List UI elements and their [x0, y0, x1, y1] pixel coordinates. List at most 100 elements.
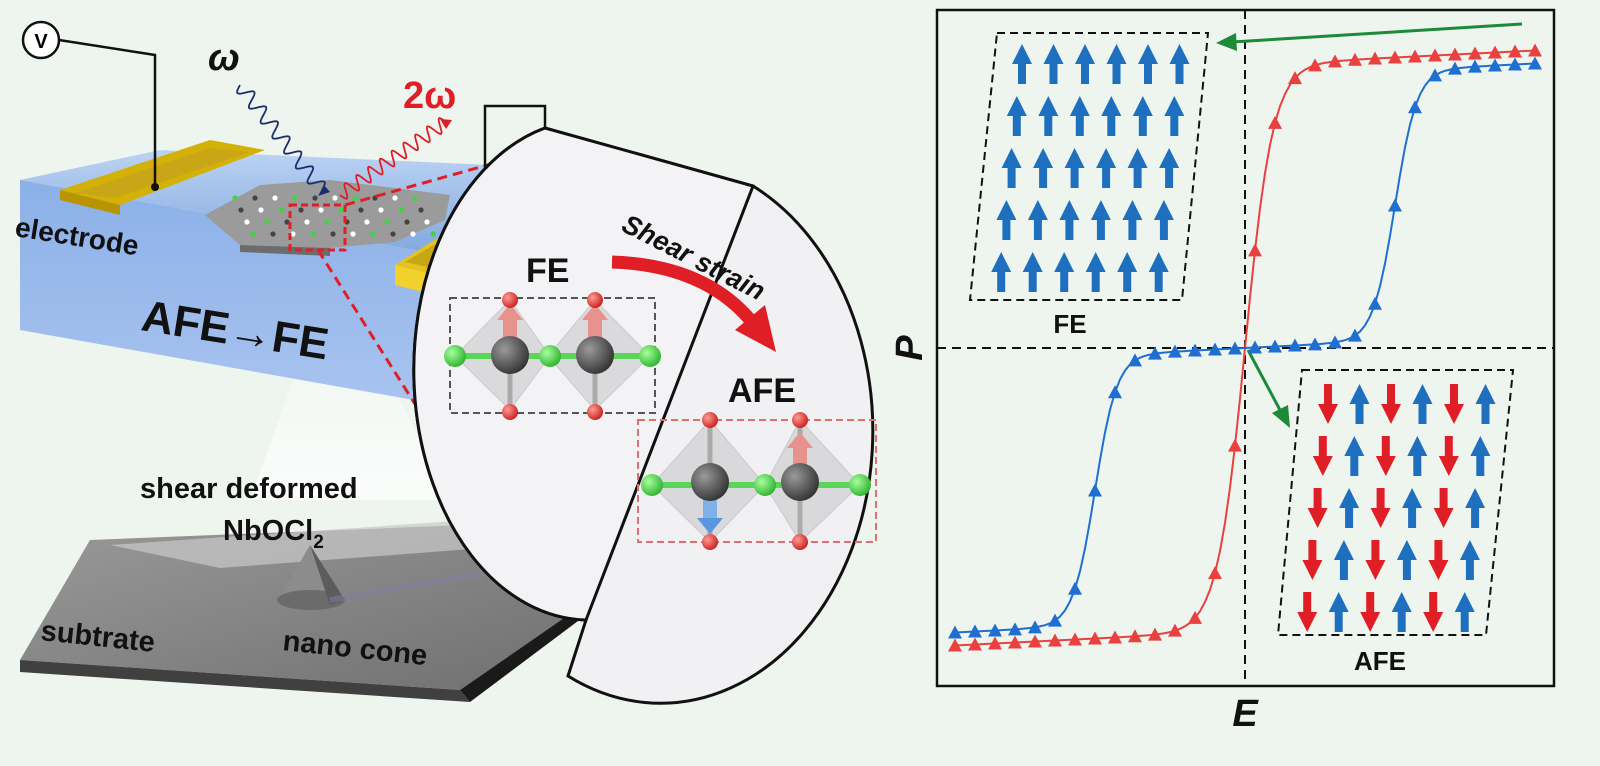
light-beam	[250, 360, 450, 500]
redMarkers-marker-11	[1168, 623, 1182, 637]
afeArrows-arrow-0-3-up	[1412, 384, 1433, 424]
redMarkers-marker-1	[968, 637, 982, 651]
afe-inset-arrows	[1297, 384, 1496, 632]
blueMarkers-marker-1	[968, 624, 982, 638]
afeArrows-arrow-1-3-up	[1407, 436, 1428, 476]
blueMarkers-marker-10	[1148, 346, 1162, 360]
flake-atom-14	[318, 207, 324, 213]
x-axis-label: E	[1232, 693, 1259, 735]
afeArrows-arrow-2-5-up	[1465, 488, 1486, 528]
afeArrows-arrow-1-0-down	[1312, 436, 1333, 476]
feArrows-arrow-1-5-up	[1164, 96, 1185, 136]
flake-atom-33	[310, 231, 316, 237]
blueMarkers-marker-14	[1228, 341, 1242, 355]
flake-atom-27	[384, 219, 390, 225]
redMarkers-marker-5	[1048, 633, 1062, 647]
blueMarkers-marker-7	[1088, 483, 1102, 497]
flake-atom-19	[418, 207, 424, 213]
voltmeter: V	[21, 20, 159, 191]
blueMarkers-marker-26	[1468, 59, 1482, 73]
fe-inset-arrows	[991, 44, 1190, 292]
flake-atom-20	[244, 219, 250, 225]
afeArrows-arrow-4-0-down	[1297, 592, 1318, 632]
magnified-lens: FE AFE Shear strain	[412, 126, 877, 705]
afeArrows-arrow-3-3-up	[1396, 540, 1417, 580]
afeArrows-arrow-4-3-up	[1391, 592, 1412, 632]
two-omega-arrowhead	[440, 119, 452, 129]
blueMarkers-marker-20	[1348, 328, 1362, 342]
feArrows-arrow-3-0-up	[996, 200, 1017, 240]
afeArrows-arrow-0-5-up	[1475, 384, 1496, 424]
flake-atom-21	[264, 219, 270, 225]
afe-crystal-structure	[637, 412, 877, 550]
flake-atom-17	[378, 207, 384, 213]
redMarkers-marker-15	[1248, 243, 1262, 257]
afeArrows-arrow-3-1-up	[1333, 540, 1354, 580]
left-electrode	[60, 140, 265, 215]
blueMarkers-marker-12	[1188, 343, 1202, 357]
fe-inset-frame	[968, 32, 1210, 301]
feArrows-arrow-2-2-up	[1064, 148, 1085, 188]
blueMarkers-marker-11	[1168, 344, 1182, 358]
feArrows-arrow-2-5-up	[1159, 148, 1180, 188]
feArrows-arrow-3-3-up	[1090, 200, 1111, 240]
blueMarkers-marker-29	[1528, 56, 1542, 70]
outgoing-wave-two-omega	[339, 117, 447, 200]
voltmeter-symbol: V	[34, 31, 48, 53]
flake-atom-23	[304, 219, 310, 225]
redMarkers-marker-21	[1368, 51, 1382, 65]
flake-atom-3	[292, 195, 298, 201]
flake-atom-34	[330, 231, 336, 237]
redMarkers-marker-9	[1128, 629, 1142, 643]
afeArrows-arrow-1-1-up	[1344, 436, 1365, 476]
blueMarkers-marker-0	[948, 625, 962, 639]
fe-inset: FE	[968, 32, 1210, 339]
afeArrows-arrow-2-3-up	[1402, 488, 1423, 528]
flake-atom-2	[272, 195, 278, 201]
afeArrows-arrow-3-5-up	[1459, 540, 1480, 580]
redMarkers-marker-19	[1328, 54, 1342, 68]
nano-cone	[277, 545, 345, 610]
afeArrows-arrow-4-1-up	[1328, 592, 1349, 632]
nbocl2-flake	[205, 180, 450, 256]
flake-atom-38	[410, 231, 416, 237]
feArrows-arrow-2-4-up	[1127, 148, 1148, 188]
redMarkers-marker-3	[1008, 635, 1022, 649]
blueMarkers-marker-8	[1108, 385, 1122, 399]
afeArrows-arrow-1-5-up	[1470, 436, 1491, 476]
blueMarkers-marker-25	[1448, 61, 1462, 75]
redMarkers-marker-12	[1188, 610, 1202, 624]
afe-unit-cell	[637, 419, 877, 543]
redMarkers-marker-16	[1268, 115, 1282, 129]
flake-atom-0	[232, 195, 238, 201]
blueMarkers-marker-4	[1028, 620, 1042, 634]
afeArrows-arrow-3-2-down	[1365, 540, 1386, 580]
flake-atom-15	[338, 207, 344, 213]
zoom-line-top	[344, 146, 549, 207]
feArrows-arrow-4-4-up	[1117, 252, 1138, 292]
blueMarkers-marker-18	[1308, 337, 1322, 351]
flake-atom-30	[250, 231, 256, 237]
pointer-to-fe-head	[1216, 33, 1237, 51]
blue-curve-markers	[948, 56, 1542, 639]
afeArrows-arrow-1-2-down	[1375, 436, 1396, 476]
detector-wire	[483, 104, 547, 215]
blueMarkers-marker-9	[1128, 353, 1142, 367]
feArrows-arrow-1-0-up	[1006, 96, 1027, 136]
flake-atom-12	[278, 207, 284, 213]
feArrows-arrow-2-3-up	[1096, 148, 1117, 188]
redMarkers-marker-4	[1028, 634, 1042, 648]
lens-afe-label: AFE	[728, 372, 796, 410]
flake-atom-5	[332, 195, 338, 201]
feArrows-arrow-0-3-up	[1106, 44, 1127, 84]
omega-arrowhead	[318, 185, 330, 196]
blueMarkers-marker-16	[1268, 339, 1282, 353]
afeArrows-arrow-2-2-down	[1370, 488, 1391, 528]
feArrows-arrow-3-2-up	[1059, 200, 1080, 240]
flake-atom-24	[324, 219, 330, 225]
flake-atom-8	[392, 195, 398, 201]
feArrows-arrow-4-5-up	[1148, 252, 1169, 292]
afeArrows-arrow-4-5-up	[1454, 592, 1475, 632]
blueMarkers-marker-24	[1428, 68, 1442, 82]
blueMarkers-marker-21	[1368, 296, 1382, 310]
